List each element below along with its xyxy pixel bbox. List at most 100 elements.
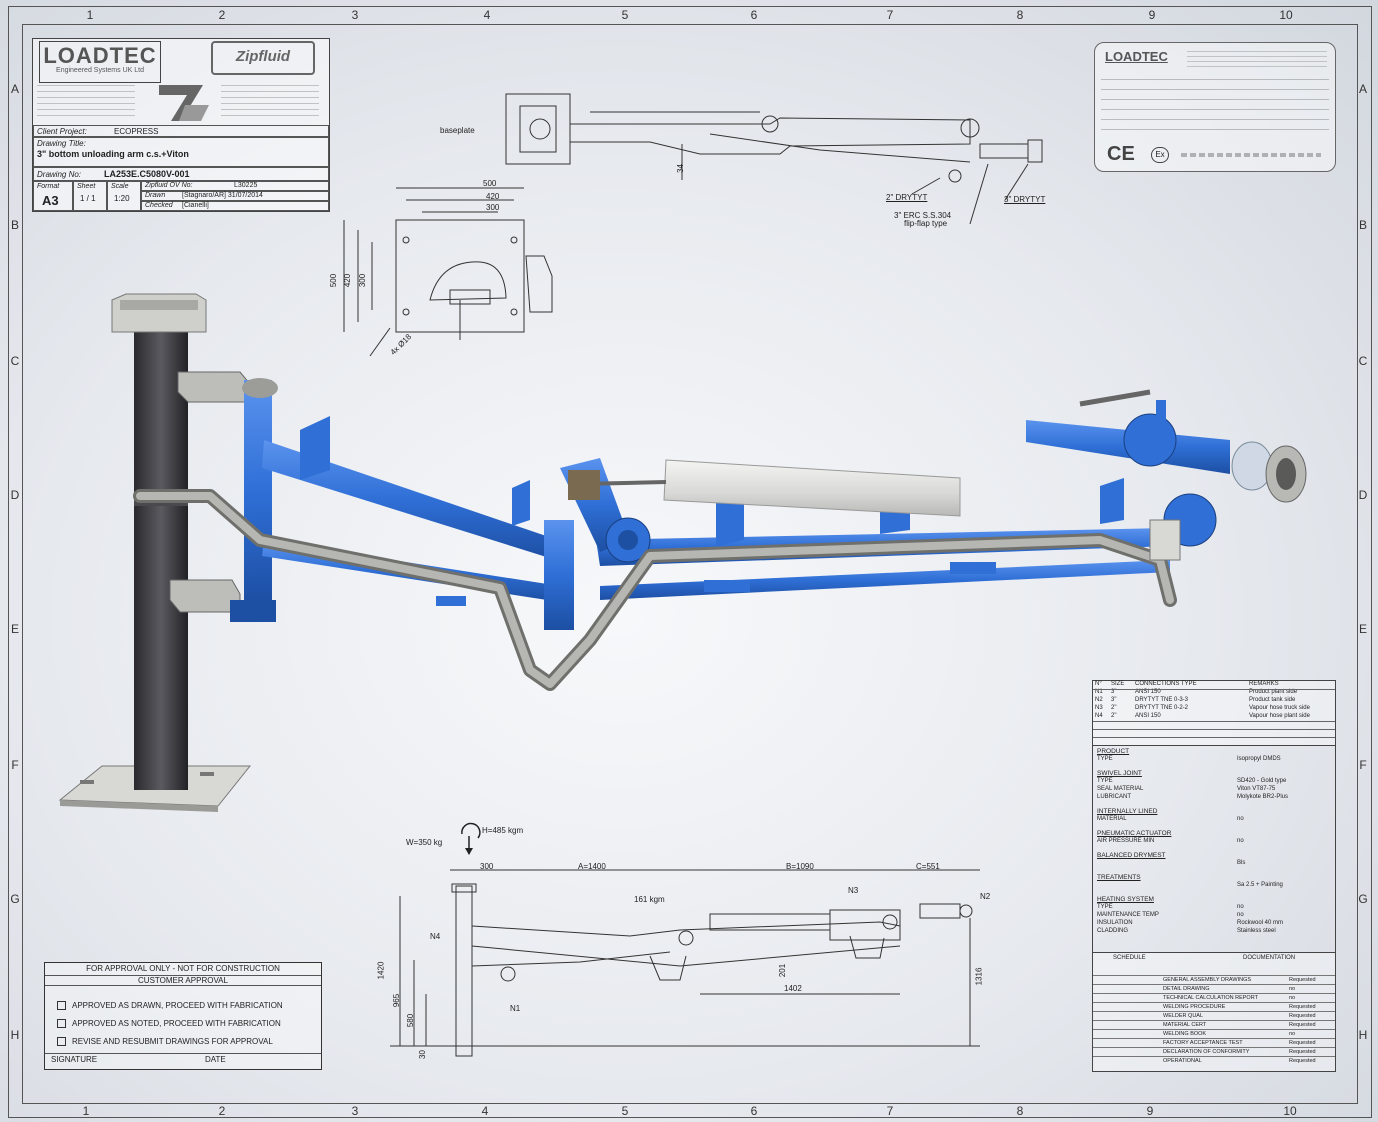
balance-cylinder — [568, 459, 961, 517]
side-h-label: H=485 kgm — [482, 826, 524, 835]
erc-sublabel: flip-flap type — [904, 219, 948, 228]
product-pipe — [133, 489, 1177, 691]
bp-dim-500: 500 — [483, 179, 497, 188]
spec-key: LUBRICANT — [1097, 794, 1132, 800]
zone-col-10: 10 — [1279, 8, 1293, 22]
format-cell: Format A3 — [33, 181, 73, 211]
spec-key: AIR PRESSURE MIN — [1097, 838, 1155, 844]
checked-row: Checked [Cianelli] — [141, 201, 329, 211]
loadtec-address — [37, 85, 135, 121]
zone-row-c: C — [10, 354, 20, 368]
zone-row-d-right: D — [1358, 488, 1368, 502]
loadtec-logo-box: LOADTEC Engineered Systems UK Ltd — [39, 41, 161, 83]
spec-heading: SWIVEL JOINT — [1097, 770, 1142, 777]
side-dim-300: 300 — [480, 862, 494, 871]
doc-item: DETAIL DRAWING — [1163, 986, 1210, 992]
zone-row-f-right: F — [1359, 758, 1367, 772]
ov-label: Zipfluid OV No: — [145, 182, 193, 189]
conn-cell: Product tank side — [1249, 697, 1296, 703]
conn-h-remarks: REMARKS — [1249, 681, 1279, 687]
side-view-drawing — [390, 869, 980, 1057]
zone-col-4: 4 — [483, 8, 491, 22]
spec-value: Molykote BR2-Plus — [1237, 794, 1289, 800]
scale-value: 1:20 — [114, 194, 130, 203]
approval-title: FOR APPROVAL ONLY - NOT FOR CONSTRUCTION — [86, 964, 280, 973]
zone-row-h-right: H — [1358, 1028, 1368, 1042]
drawn-label: Drawn — [145, 192, 166, 199]
conn-h-no: N° — [1095, 681, 1102, 687]
approval-option-1[interactable]: APPROVED AS DRAWN, PROCEED WITH FABRICAT… — [57, 1001, 283, 1011]
conn-cell: N2 — [1095, 697, 1103, 703]
erc-label: 3" ERC S.S.304 — [894, 211, 952, 220]
zone-row-f: F — [11, 758, 19, 772]
side-n3: N3 — [848, 886, 859, 895]
zone-row-a: A — [10, 82, 19, 96]
load-arrow-icon — [461, 822, 481, 855]
conn-cell: Product plant side — [1249, 689, 1298, 695]
doc-h-schedule: SCHEDULE — [1113, 955, 1146, 961]
sheet-cell: Sheet 1 / 1 — [73, 181, 107, 211]
spec-value: Sa 2.5 + Painting — [1237, 882, 1283, 888]
approval-option-1-label: APPROVED AS DRAWN, PROCEED WITH FABRICAT… — [72, 1001, 283, 1010]
doc-item: DECLARATION OF CONFORMITY — [1163, 1049, 1250, 1055]
sheet-value: 1 / 1 — [80, 194, 96, 203]
conn-cell: N1 — [1095, 689, 1103, 695]
spec-value: Stainless steel — [1237, 928, 1276, 934]
checkbox[interactable] — [57, 1019, 66, 1029]
drawing-no-value: LA253E.C5080V-001 — [104, 169, 190, 179]
signature-label: SIGNATURE — [51, 1055, 98, 1064]
zone-col-8-bottom: 8 — [1016, 1104, 1024, 1118]
drawn-value: [Stagnaro/AR] 31/07/2014 — [182, 192, 263, 199]
approval-option-2-label: APPROVED AS NOTED, PROCEED WITH FABRICAT… — [72, 1019, 281, 1028]
spec-key: TYPE — [1097, 904, 1113, 910]
spec-heading: INTERNALLY LINED — [1097, 808, 1158, 815]
zipfluid-logo-box: Zipfluid — [211, 41, 315, 75]
client-label: Client Project: — [37, 127, 87, 136]
zone-col-7: 7 — [886, 8, 894, 22]
doc-item: FACTORY ACCEPTANCE TEST — [1163, 1040, 1243, 1046]
ce-mark: CE — [1107, 143, 1135, 165]
connections-table: N° SIZE CONNECTIONS TYPE REMARKS N1 3" A… — [1092, 680, 1336, 746]
checkbox[interactable] — [57, 1037, 66, 1047]
side-n4: N4 — [430, 932, 441, 941]
nameplate-footer — [1181, 153, 1321, 157]
zone-col-5-bottom: 5 — [621, 1104, 629, 1118]
doc-status: no — [1289, 986, 1296, 992]
title-block: LOADTEC Engineered Systems UK Ltd Zipflu… — [32, 38, 330, 212]
doc-item: GENERAL ASSEMBLY DRAWINGS — [1163, 977, 1252, 983]
zipfluid-emblem — [159, 85, 209, 121]
zone-row-e-right: E — [1358, 622, 1367, 636]
zone-row-a-right: A — [1358, 82, 1367, 96]
doc-h-documentation: DOCUMENTATION — [1243, 955, 1296, 961]
checked-label: Checked — [145, 202, 173, 209]
spec-value: Bls — [1237, 860, 1246, 866]
zone-col-4-bottom: 4 — [481, 1104, 489, 1118]
top-view-baseplate-label: baseplate — [440, 126, 475, 135]
nameplate-table — [1101, 79, 1329, 135]
nameplate: LOADTEC CE Ex — [1094, 42, 1336, 172]
doc-status: no — [1289, 1031, 1296, 1037]
zone-col-1: 1 — [86, 8, 94, 22]
conn-cell: Vapour hose truck side — [1249, 705, 1310, 711]
approval-option-3[interactable]: REVISE AND RESUBMIT DRAWINGS FOR APPROVA… — [57, 1037, 273, 1047]
inner-frame — [22, 24, 1358, 1104]
doc-row: DETAIL DRAWING no — [1093, 984, 1335, 994]
zone-row-g-right: G — [1358, 892, 1368, 906]
spec-key: MATERIAL — [1097, 816, 1127, 822]
checkbox[interactable] — [57, 1001, 66, 1011]
nameplate-logo: LOADTEC — [1105, 49, 1168, 64]
side-dim-1402: 1402 — [784, 984, 802, 993]
scale-label: Scale — [111, 183, 129, 190]
zone-col-1-bottom: 1 — [82, 1104, 90, 1118]
drytyt-3in-label: 3" DRYTYT — [1004, 195, 1046, 204]
approval-option-2[interactable]: APPROVED AS NOTED, PROCEED WITH FABRICAT… — [57, 1019, 281, 1029]
inner-arm — [230, 378, 574, 630]
